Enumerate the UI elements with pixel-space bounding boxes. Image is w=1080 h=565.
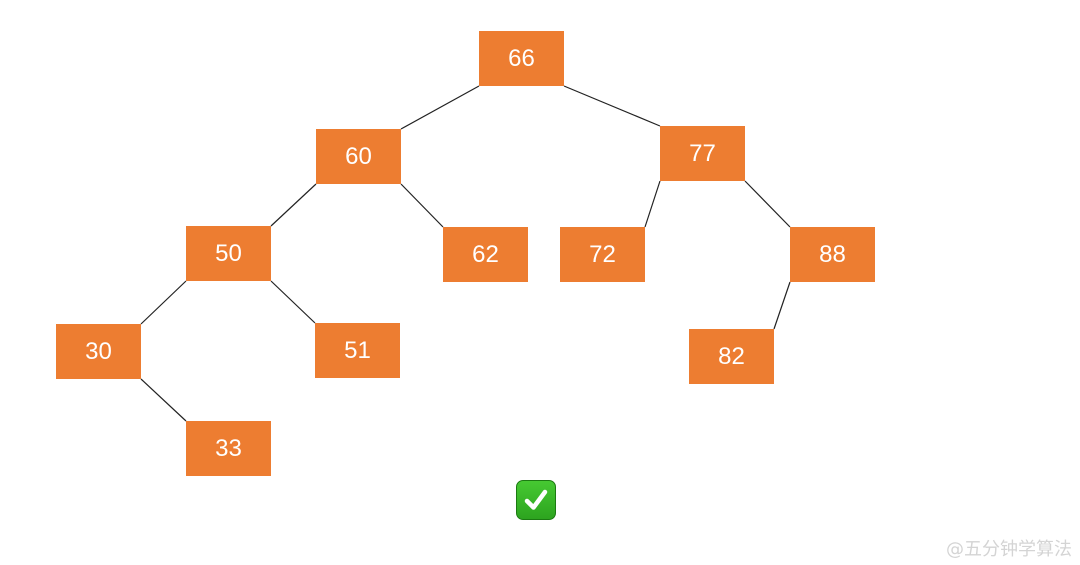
watermark-text: @五分钟学算法: [946, 539, 1072, 560]
tree-edge-30-33: [140, 378, 187, 422]
check-mark-icon: [516, 480, 556, 520]
tree-edge-77-72: [644, 180, 661, 228]
tree-edge-60-62: [400, 183, 444, 228]
tree-edge-50-51: [270, 280, 316, 324]
tree-node-62: 62: [443, 227, 528, 282]
tree-node-50: 50: [186, 226, 271, 281]
tree-node-33: 33: [186, 421, 271, 476]
tree-node-72: 72: [560, 227, 645, 282]
tree-edge-60-50: [270, 183, 317, 227]
tree-edge-66-60: [400, 85, 480, 130]
tree-node-60: 60: [316, 129, 401, 184]
tree-edge-50-30: [140, 280, 187, 325]
tree-node-66: 66: [479, 31, 564, 86]
tree-edge-77-88: [744, 180, 791, 228]
tree-node-51: 51: [315, 323, 400, 378]
tree-edge-66-77: [563, 85, 661, 127]
tree-node-82: 82: [689, 329, 774, 384]
tree-edge-88-82: [773, 281, 791, 330]
tree-node-77: 77: [660, 126, 745, 181]
tree-node-88: 88: [790, 227, 875, 282]
tree-node-30: 30: [56, 324, 141, 379]
